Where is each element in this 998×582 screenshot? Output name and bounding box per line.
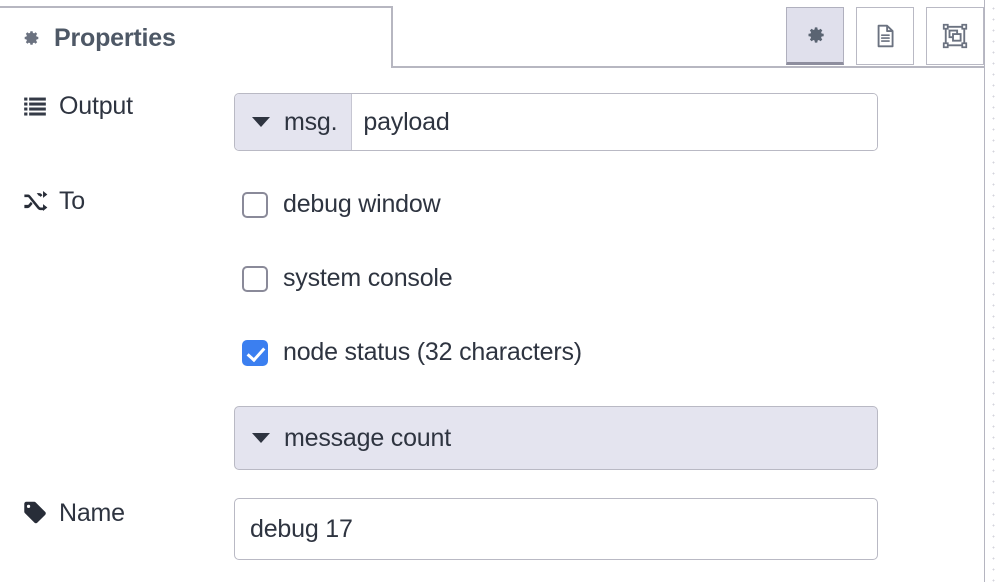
to-label-text: To: [59, 186, 86, 215]
checkbox-node-status-label: node status (32 characters): [283, 338, 582, 366]
tag-icon: [22, 500, 48, 526]
description-tab-button[interactable]: [856, 7, 914, 65]
tab-properties-label: Properties: [54, 23, 176, 52]
canvas-background: [985, 0, 998, 582]
description-icon: [871, 22, 899, 50]
properties-tab-button[interactable]: [786, 7, 844, 65]
to-label: To: [0, 188, 234, 214]
panel-icon-buttons: [786, 7, 984, 65]
to-row: To: [0, 188, 984, 214]
checkbox-system-console-label: system console: [283, 264, 453, 292]
panel-tabbar: Properties: [0, 0, 984, 75]
status-type-label: message count: [284, 423, 451, 452]
checkbox-checked-icon[interactable]: [242, 339, 268, 366]
output-label: Output: [0, 93, 234, 119]
checkbox-system-console[interactable]: system console: [242, 264, 453, 293]
checkbox-icon[interactable]: [242, 191, 268, 218]
appearance-tab-button[interactable]: [926, 7, 984, 65]
chevron-down-icon: [252, 117, 270, 127]
properties-form: Output msg. payload: [0, 75, 984, 582]
output-type-select[interactable]: msg.: [235, 94, 353, 150]
checkbox-node-status[interactable]: node status (32 characters): [242, 338, 582, 367]
tab-properties[interactable]: Properties: [0, 6, 393, 68]
chevron-down-icon: [252, 433, 270, 443]
output-value-text: payload: [363, 107, 450, 136]
name-label-text: Name: [59, 498, 125, 527]
checkbox-icon[interactable]: [242, 265, 268, 292]
status-type-select[interactable]: message count: [234, 406, 878, 470]
list-icon: [22, 93, 48, 119]
tabbar-underline: [392, 66, 984, 68]
output-row: Output: [0, 93, 984, 119]
panel-right-border: [984, 0, 985, 582]
appearance-icon: [940, 21, 970, 51]
name-input[interactable]: debug 17: [234, 498, 878, 560]
output-type-label: msg.: [284, 107, 338, 136]
shuffle-icon: [22, 188, 48, 214]
name-label: Name: [0, 500, 234, 526]
output-label-text: Output: [59, 91, 133, 120]
checkbox-debug-window-label: debug window: [283, 190, 441, 218]
name-input-value: debug 17: [250, 514, 353, 543]
name-row: Name: [0, 500, 984, 526]
output-typed-input[interactable]: msg. payload: [234, 93, 878, 151]
checkbox-debug-window[interactable]: debug window: [242, 190, 441, 219]
gear-icon: [18, 26, 42, 50]
gear-icon: [802, 22, 828, 48]
output-value-input[interactable]: payload: [352, 94, 877, 150]
